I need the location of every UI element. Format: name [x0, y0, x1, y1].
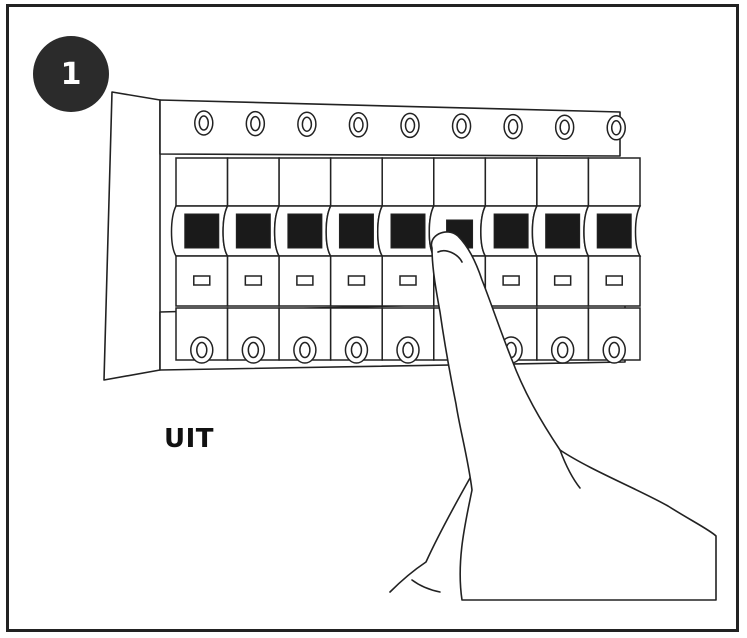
- breaker-indicator-window: [244, 275, 263, 286]
- breaker-upper-body: [433, 157, 487, 207]
- breaker-toggle-switch: [596, 213, 632, 249]
- finger-pointer-icon: [389, 231, 717, 601]
- top-screw-inner: [610, 120, 622, 136]
- step-number: 1: [60, 56, 82, 92]
- breaker-lower-body: [587, 255, 641, 307]
- breaker-row: [170, 110, 642, 364]
- bottom-screw-inner: [608, 341, 620, 359]
- top-screw-inner: [198, 115, 210, 131]
- breaker-toggle-switch: [545, 213, 581, 249]
- bottom-screw-inner: [350, 341, 363, 359]
- top-screw-inner: [559, 119, 570, 135]
- breaker-upper-body: [536, 157, 590, 207]
- bottom-screw-inner: [299, 341, 311, 359]
- bottom-screw-inner: [196, 341, 208, 359]
- breaker-indicator-window: [553, 275, 572, 286]
- breaker-indicator-window: [502, 275, 520, 286]
- breaker-upper-body: [587, 157, 641, 207]
- breaker-indicator-window: [347, 275, 366, 286]
- breaker-upper-body: [381, 157, 435, 207]
- step-number-badge: 1: [33, 36, 109, 112]
- top-screw-inner: [301, 116, 313, 132]
- breaker-toggle-switch: [287, 213, 323, 249]
- breaker-upper-body: [226, 157, 280, 207]
- breaker-toggle-switch: [493, 213, 529, 249]
- top-screw-inner: [404, 117, 416, 134]
- breaker-indicator-window: [605, 275, 623, 286]
- breaker-upper-body: [175, 157, 229, 207]
- top-screw-inner: [456, 118, 467, 134]
- switch-state-label: UIT: [164, 424, 215, 454]
- top-screw-inner: [353, 117, 364, 133]
- breaker-indicator-window: [296, 275, 314, 286]
- breaker-indicator-window: [399, 275, 417, 286]
- top-screw-inner: [507, 118, 519, 135]
- bottom-screw-inner: [402, 341, 414, 359]
- breaker-upper-body: [484, 157, 538, 207]
- breaker-indicator-window: [193, 275, 211, 286]
- breaker-upper-body: [329, 157, 383, 207]
- breaker-toggle-switch: [338, 213, 374, 249]
- bottom-screw-inner: [247, 341, 260, 359]
- breaker-toggle-switch: [235, 213, 271, 249]
- breaker-upper-body: [278, 157, 332, 207]
- bottom-screw-inner: [556, 341, 569, 359]
- breaker-toggle-switch: [390, 213, 426, 249]
- top-screw-inner: [250, 115, 261, 132]
- breaker-toggle-switch: [184, 213, 220, 249]
